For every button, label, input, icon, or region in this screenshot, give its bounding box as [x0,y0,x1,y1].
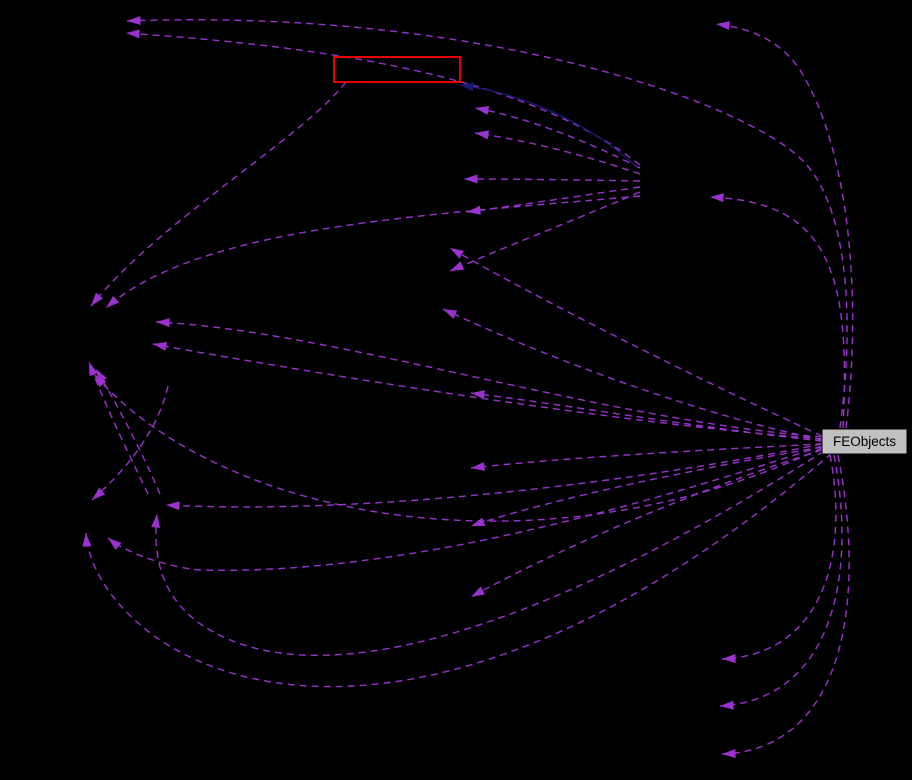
edge-cluster-up-2 [95,368,161,495]
edge-fe-left-l7 [82,452,833,688]
edge-fe-left-l8 [107,445,823,572]
edge-fe-mid-3 [470,446,823,527]
node-highlighted-node[interactable] [333,56,461,83]
edge-fe-bottom-1 [721,454,837,663]
edge-fe-mid-2 [470,443,823,471]
edge-hub-far-left [105,195,641,309]
edge-hub-m4 [466,186,641,215]
node-feobjects[interactable]: FEObjects [821,428,908,455]
node-box-highlighted-node[interactable] [333,56,461,83]
edge-hub-m1 [474,105,641,169]
edge-hub-top-left [125,29,641,166]
edge-down-l5 [91,385,169,501]
node-box-feobjects[interactable] [821,428,908,455]
edge-fe-mid-upper-1 [449,247,823,437]
node-label-feobjects: FEObjects [833,434,896,449]
edge-cluster-up-1 [88,361,149,495]
edge-fe-left-cluster-up [151,450,825,656]
edge-fe-mid-upper-2 [442,308,823,441]
edge-fe-top-left [126,15,848,429]
edge-inheritance-red [459,82,638,168]
edge-fe-left-cluster-horiz [165,443,823,511]
edge-fe-mid-4 [470,449,823,598]
edge-hub-m2 [474,130,641,175]
edge-red-far-left [90,81,347,307]
edge-fe-left-1 [155,318,823,438]
edge-fe-top-right [715,21,854,429]
edge-fe-bottom-2 [719,454,843,710]
edge-hub-m5 [449,191,641,272]
edge-fe-upper-right-node [709,193,846,429]
edge-hub-m3 [463,174,641,184]
edge-fe-left-upleft [93,373,823,522]
edge-fe-bottom-3 [721,454,850,759]
